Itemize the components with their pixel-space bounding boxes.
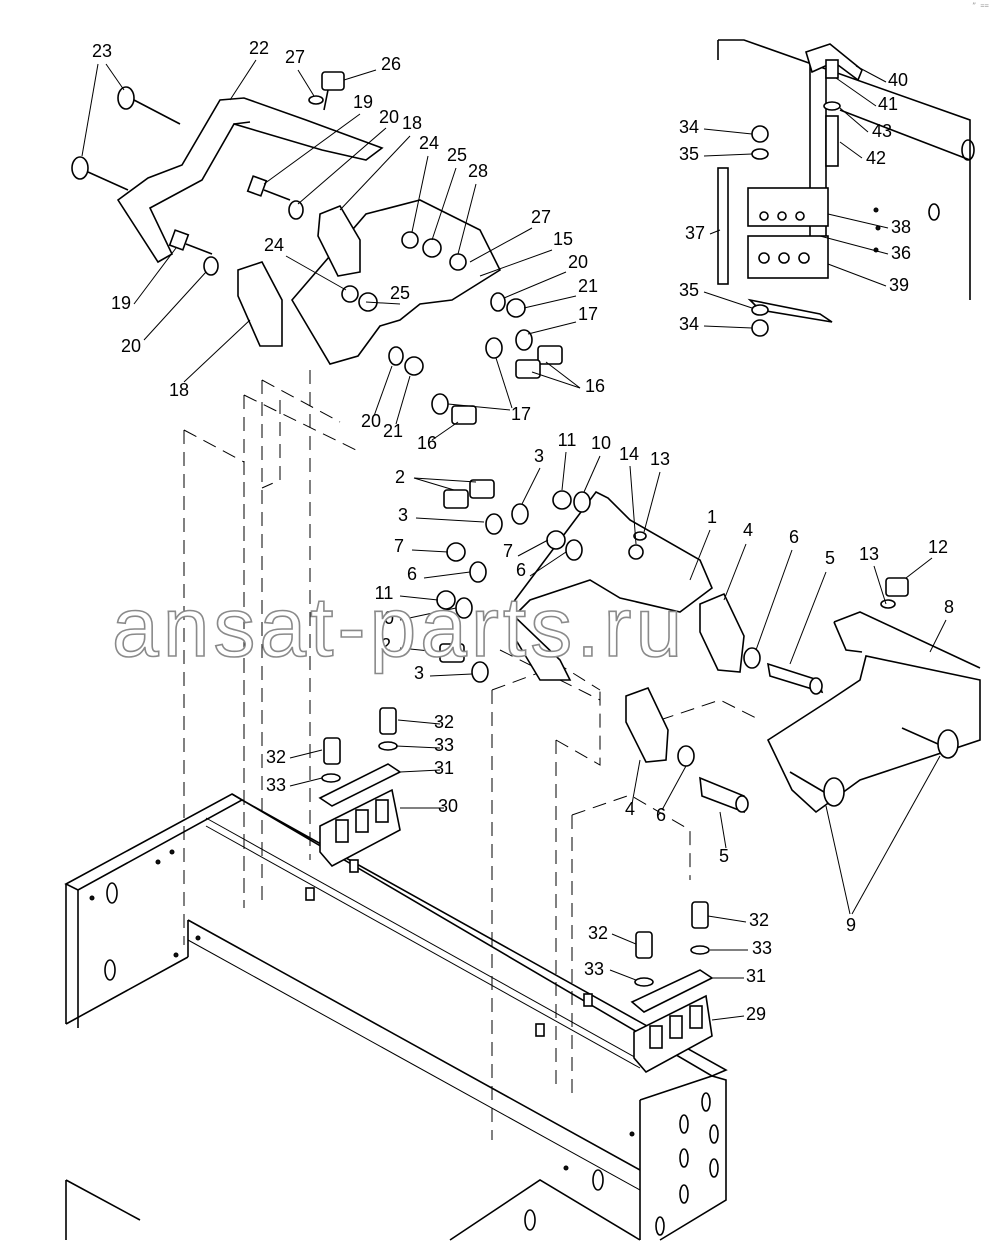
callout-26: 26 xyxy=(381,54,401,74)
clamp-block-18b xyxy=(317,205,361,277)
callout-21: 21 xyxy=(383,421,403,441)
bolt-head-23a xyxy=(117,86,135,110)
callout-6: 6 xyxy=(656,805,666,825)
cable-clamp-inset xyxy=(717,39,975,337)
callout-37: 37 xyxy=(685,223,705,243)
callout-33: 33 xyxy=(266,775,286,795)
callout-43: 43 xyxy=(872,121,892,141)
cable-block-30 xyxy=(305,707,402,901)
corner-mark: ” == xyxy=(972,2,989,10)
leader-lines xyxy=(81,59,947,1021)
assembly-guide-lines xyxy=(183,259,761,1140)
upper-bracket-assembly xyxy=(71,71,563,425)
bolt-head-23b xyxy=(71,156,89,180)
callout-38: 38 xyxy=(891,217,911,237)
callout-42: 42 xyxy=(866,148,886,168)
callout-12: 12 xyxy=(928,537,948,557)
callout-28: 28 xyxy=(468,161,488,181)
callout-27: 27 xyxy=(285,47,305,67)
callout-31: 31 xyxy=(434,758,454,778)
bracket-9 xyxy=(766,655,981,814)
stud-37 xyxy=(717,167,729,285)
callout-8: 8 xyxy=(944,597,954,617)
watermark-text: ansat-parts.ru xyxy=(112,580,686,674)
callout-40: 40 xyxy=(888,70,908,90)
callout-5: 5 xyxy=(719,846,729,866)
callout-29: 29 xyxy=(746,1004,766,1024)
callout-5: 5 xyxy=(825,548,835,568)
callout-30: 30 xyxy=(438,796,458,816)
clamp-block-4a xyxy=(699,592,745,673)
callout-32: 32 xyxy=(266,747,286,767)
callout-24: 24 xyxy=(419,133,439,153)
callout-9: 9 xyxy=(846,915,856,935)
callout-3: 3 xyxy=(534,446,544,466)
callout-4: 4 xyxy=(625,799,635,819)
callout-20: 20 xyxy=(121,336,141,356)
callout-32: 32 xyxy=(749,910,769,930)
lower-bracket-assembly xyxy=(436,479,981,814)
callout-17: 17 xyxy=(578,304,598,324)
callout-36: 36 xyxy=(891,243,911,263)
callout-11: 11 xyxy=(375,583,394,603)
callout-35: 35 xyxy=(679,144,699,164)
callout-33: 33 xyxy=(584,959,604,979)
callout-35: 35 xyxy=(679,280,699,300)
callout-25: 25 xyxy=(447,145,467,165)
callout-24: 24 xyxy=(264,235,284,255)
callout-20: 20 xyxy=(568,252,588,272)
callout-3: 3 xyxy=(414,663,424,683)
callout-4: 4 xyxy=(743,520,753,540)
callout-19: 19 xyxy=(353,92,373,112)
callout-13: 13 xyxy=(859,544,879,564)
callout-19: 19 xyxy=(111,293,131,313)
clamp-block-4b xyxy=(625,686,669,763)
callout-13: 13 xyxy=(650,449,670,469)
callout-11: 11 xyxy=(558,430,577,450)
callout-16: 16 xyxy=(417,433,437,453)
callout-2: 2 xyxy=(395,467,405,487)
callout-15: 15 xyxy=(553,229,573,249)
callout-1: 1 xyxy=(707,507,717,527)
callout-39: 39 xyxy=(889,275,909,295)
callout-18: 18 xyxy=(402,113,422,133)
callout-14: 14 xyxy=(619,444,639,464)
callout-25: 25 xyxy=(390,283,410,303)
callout-32: 32 xyxy=(588,923,608,943)
clamp-38 xyxy=(747,187,829,227)
callout-33: 33 xyxy=(434,735,454,755)
callout-20: 20 xyxy=(361,411,381,431)
clamp-block-18a xyxy=(237,261,283,347)
callout-16: 16 xyxy=(585,376,605,396)
callout-3: 3 xyxy=(398,505,408,525)
callout-21: 21 xyxy=(578,276,598,296)
callout-10: 10 xyxy=(591,433,611,453)
callout-33: 33 xyxy=(752,938,772,958)
callout-23: 23 xyxy=(92,41,112,61)
callout-6: 6 xyxy=(516,560,526,580)
callout-27: 27 xyxy=(531,207,551,227)
callout-6: 6 xyxy=(789,527,799,547)
callout-32: 32 xyxy=(434,712,454,732)
callout-7: 7 xyxy=(503,541,513,561)
callout-6: 6 xyxy=(407,564,417,584)
cable-block-29 xyxy=(535,901,714,1074)
callout-34: 34 xyxy=(679,117,699,137)
callout-10: 10 xyxy=(374,608,394,628)
callout-7: 7 xyxy=(394,536,404,556)
bracket-22 xyxy=(116,97,384,264)
callout-17: 17 xyxy=(511,404,531,424)
callout-20: 20 xyxy=(379,107,399,127)
callout-22: 22 xyxy=(249,38,269,58)
callout-18: 18 xyxy=(169,380,189,400)
callout-34: 34 xyxy=(679,314,699,334)
chassis-frame xyxy=(64,793,728,1241)
callout-2: 2 xyxy=(381,635,391,655)
callout-41: 41 xyxy=(878,94,898,114)
callout-31: 31 xyxy=(746,966,766,986)
